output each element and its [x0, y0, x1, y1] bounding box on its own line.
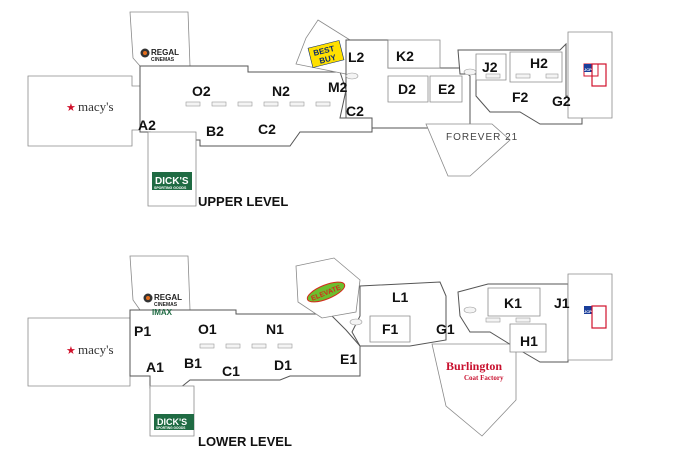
bench	[315, 101, 331, 107]
bench	[515, 317, 531, 323]
forever21-logo-text: FOREVER 21	[446, 132, 518, 143]
zone-label: G1	[436, 321, 455, 337]
zone-label: B2	[206, 123, 224, 139]
zone-label: A2	[138, 117, 156, 133]
bench	[199, 343, 215, 349]
k1-block	[487, 287, 541, 317]
burlington-logo-subtext: Coat Factory	[464, 374, 504, 382]
zone-label: J2	[482, 59, 498, 75]
burlington-logo-text: Burlington	[446, 359, 502, 373]
macys-star-icon: ★	[66, 102, 76, 114]
d2-block	[387, 75, 429, 103]
zone-label: E2	[438, 81, 455, 97]
zone-label: D2	[398, 81, 416, 97]
zone-label: F1	[382, 321, 399, 337]
zone-label: E1	[340, 351, 357, 367]
bestbuy-logo-subtext: BUY	[318, 53, 337, 66]
macys-logo-lower: ★ macy's	[66, 342, 114, 357]
zone-label: K2	[396, 48, 414, 64]
bench	[237, 101, 253, 107]
jcp-logo-text: JCP	[584, 309, 592, 314]
burlington-logo: Burlington Coat Factory	[446, 359, 504, 382]
regal-logo-text: REGAL	[151, 48, 179, 57]
zone-label: N2	[272, 83, 290, 99]
regal-cinemas-logo-lower: REGAL CINEMAS IMAX	[143, 293, 182, 317]
macys-logo-upper: ★ macy's	[66, 99, 114, 114]
dicks-logo-subtext: SPORTING GOODS	[156, 426, 185, 430]
bestbuy-logo: BEST BUY	[307, 40, 345, 68]
zone-label: H1	[520, 333, 538, 349]
escalator-lower	[349, 318, 363, 326]
bench	[185, 101, 201, 107]
bench	[515, 73, 531, 79]
bench	[263, 101, 279, 107]
zone-label: P1	[134, 323, 151, 339]
jcp-building-lower	[567, 273, 613, 361]
zone-label: N1	[266, 321, 284, 337]
dicks-logo-text: DICK'S	[155, 176, 189, 187]
escalator-lower	[463, 306, 477, 314]
h1-block	[509, 323, 547, 353]
regal-logo-subtext: CINEMAS	[154, 302, 178, 308]
zone-label: D1	[274, 357, 292, 373]
zone-label: J1	[554, 295, 570, 311]
burlington-building	[431, 343, 517, 437]
bench	[289, 101, 305, 107]
dicks-building-upper	[147, 131, 197, 207]
escalator-upper	[463, 68, 477, 76]
forever21-building	[425, 123, 511, 177]
upper-level-map: O2 N2 M2 L2 K2 J2 H2 A2 B2 C2 C2 D2 E2 F…	[27, 11, 613, 209]
e2-block	[429, 75, 463, 103]
bench	[485, 317, 501, 323]
bench	[211, 101, 227, 107]
macys-logo-text: macy's	[78, 342, 114, 357]
escalator-upper	[345, 72, 359, 80]
bench	[485, 73, 501, 79]
regal-cinemas-logo-upper: REGAL CINEMAS	[140, 48, 179, 63]
lower-level-map: L1 K1 J1 P1 O1 N1 F1 G1 H1 A1 B1 C1 D1 E…	[27, 255, 613, 449]
dicks-logo-subtext: SPORTING GOODS	[154, 186, 187, 190]
lower-level-title: LOWER LEVEL	[198, 434, 292, 449]
dicks-logo-text: DICK'S	[157, 417, 187, 427]
lower-west-corridor	[129, 309, 361, 389]
jcp-logo-upper: JCP	[583, 63, 607, 87]
zone-label: L1	[392, 289, 409, 305]
zone-label: B1	[184, 355, 202, 371]
imax-logo-text: IMAX	[152, 308, 173, 317]
zone-label: A1	[146, 359, 164, 375]
dicks-logo-upper: DICK'S SPORTING GOODS	[152, 172, 192, 190]
zone-label: O2	[192, 83, 211, 99]
zone-label: C2	[346, 103, 364, 119]
macys-star-icon: ★	[66, 345, 76, 357]
zone-label: C1	[222, 363, 240, 379]
zone-label: O1	[198, 321, 217, 337]
bench	[251, 343, 267, 349]
jcp-logo-text: JCP	[584, 67, 592, 72]
upper-level-title: UPPER LEVEL	[198, 194, 288, 209]
regal-logo-text: REGAL	[154, 293, 182, 302]
regal-logo-subtext: CINEMAS	[151, 57, 175, 63]
dicks-logo-lower: DICK'S SPORTING GOODS	[154, 414, 194, 430]
zone-label: F2	[512, 89, 529, 105]
k2-block	[387, 39, 441, 69]
jcp-logo-lower: JCP	[584, 305, 607, 329]
bench	[277, 343, 293, 349]
macys-logo-text: macy's	[78, 99, 114, 114]
zone-label: K1	[504, 295, 522, 311]
zone-label: C2	[258, 121, 276, 137]
zone-label: M2	[328, 79, 348, 95]
bench	[225, 343, 241, 349]
zone-label: L2	[348, 49, 365, 65]
zone-label: G2	[552, 93, 571, 109]
bench	[545, 73, 559, 79]
zone-label: H2	[530, 55, 548, 71]
f1-block	[369, 315, 411, 343]
